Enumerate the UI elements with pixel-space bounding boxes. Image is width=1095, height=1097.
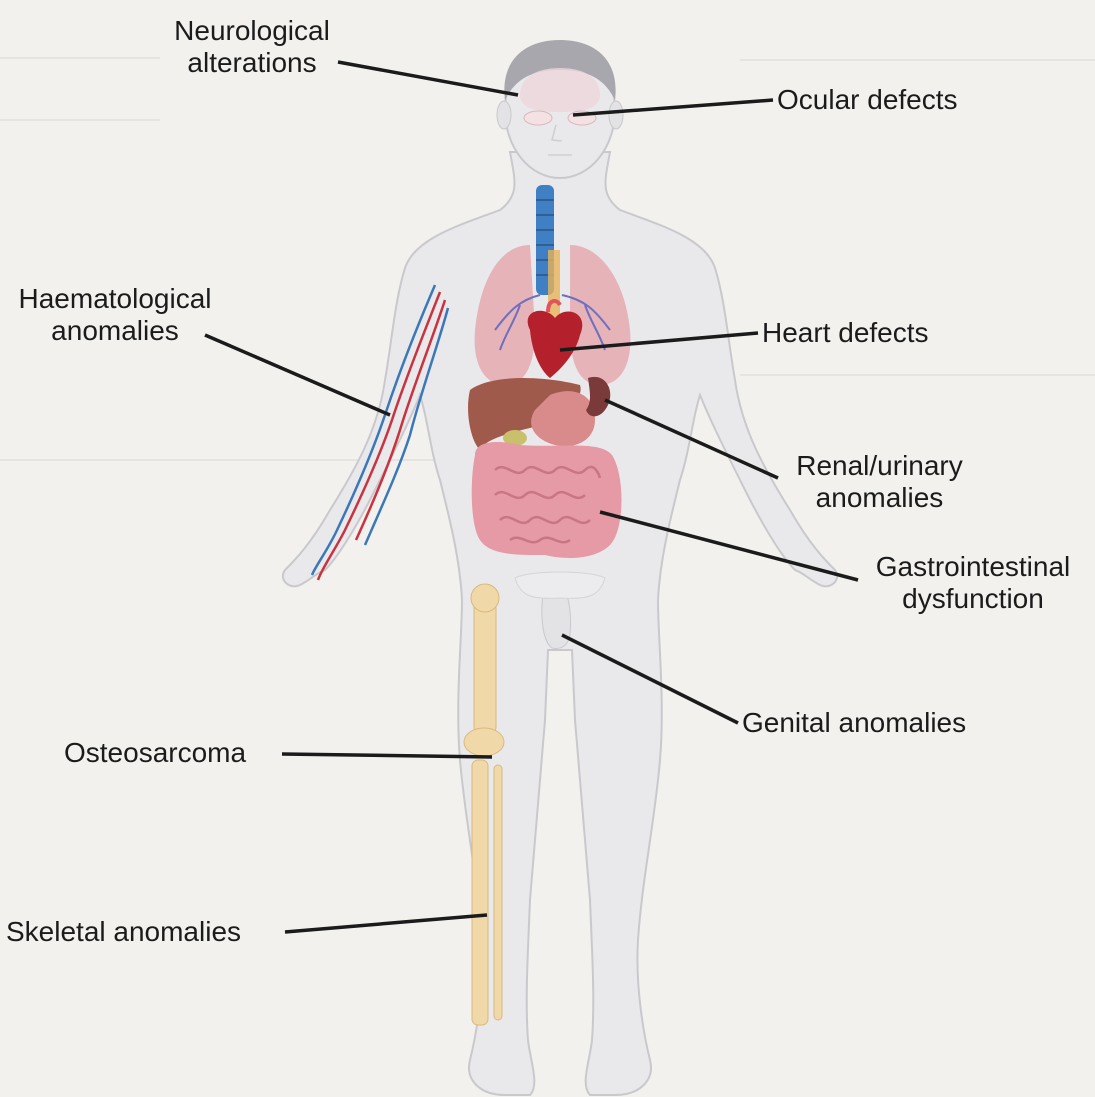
label-ocular-defects: Ocular defects	[777, 84, 958, 116]
label-line: Osteosarcoma	[64, 737, 246, 769]
label-line: Skeletal anomalies	[6, 916, 241, 948]
label-line: anomalies	[772, 482, 987, 514]
label-neurological-alterations: Neurological alterations	[152, 15, 352, 79]
right-ear	[609, 101, 623, 129]
label-line: anomalies	[0, 315, 230, 347]
label-renal-urinary-anomalies: Renal/urinary anomalies	[772, 450, 987, 514]
intestine-icon	[472, 442, 622, 558]
label-line: Ocular defects	[777, 84, 958, 116]
left-ear	[497, 101, 511, 129]
human-body-illustration	[283, 40, 837, 1095]
label-skeletal-anomalies: Skeletal anomalies	[6, 916, 241, 948]
label-heart-defects: Heart defects	[762, 317, 929, 349]
label-line: Genital anomalies	[742, 707, 966, 739]
label-line: Gastrointestinal	[858, 551, 1088, 583]
label-haematological-anomalies: Haematological anomalies	[0, 283, 230, 347]
brain-icon	[520, 68, 600, 112]
label-line: dysfunction	[858, 583, 1088, 615]
label-line: Haematological	[0, 283, 230, 315]
label-line: Neurological	[152, 15, 352, 47]
label-osteosarcoma: Osteosarcoma	[64, 737, 246, 769]
tibia-icon	[472, 760, 502, 1025]
label-line: Heart defects	[762, 317, 929, 349]
label-line: alterations	[152, 47, 352, 79]
label-genital-anomalies: Genital anomalies	[742, 707, 966, 739]
label-line: Renal/urinary	[772, 450, 987, 482]
label-gastrointestinal-dysfunction: Gastrointestinal dysfunction	[858, 551, 1088, 615]
